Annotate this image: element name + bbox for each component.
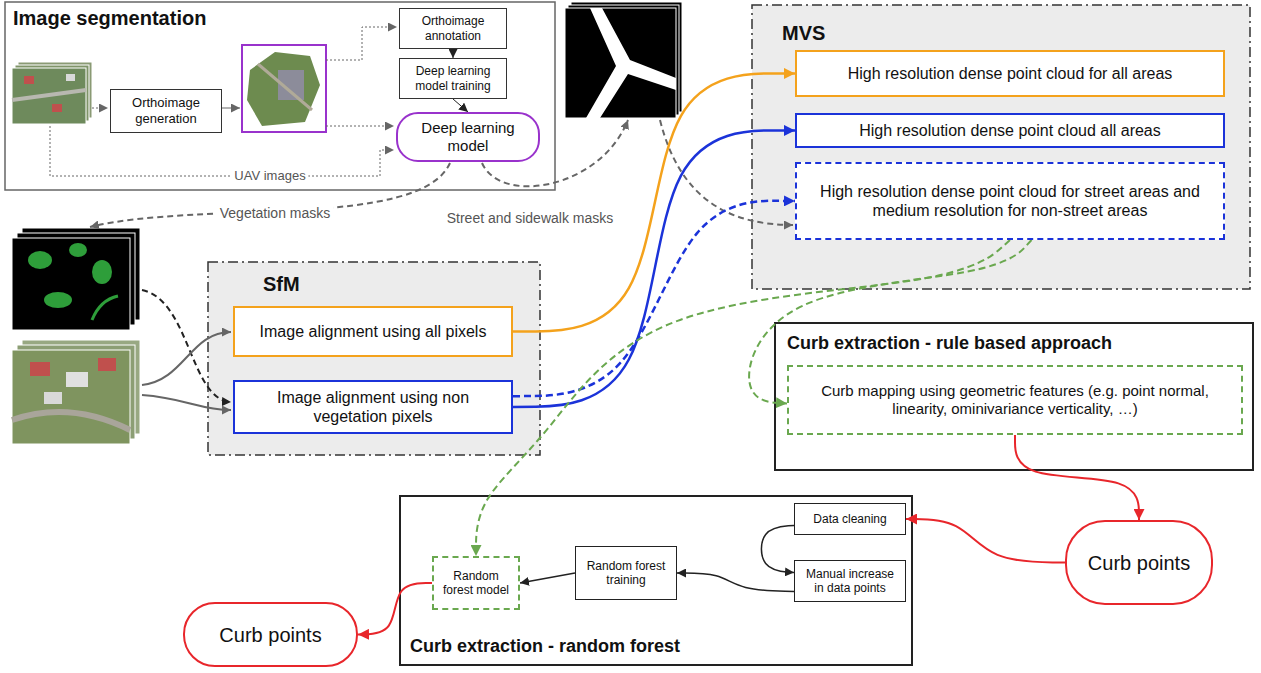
arrow [222, 108, 240, 109]
panel: Orthoimage generation Orthoimage annotati… [5, 2, 555, 190]
vegetation-strip [92, 296, 118, 320]
connector [358, 583, 432, 635]
orthoimage-road [258, 64, 312, 110]
orthoimage [242, 45, 326, 132]
house-detail [52, 104, 62, 112]
connector [520, 573, 575, 583]
process-box: Curb mapping using geometric features (e… [787, 365, 1243, 435]
panel-heading: Curb extraction - random forest [410, 636, 680, 658]
panel: Curb mapping using geometric features (e… [775, 323, 1253, 470]
panel-heading: MVS [782, 21, 825, 45]
house-detail [98, 358, 116, 371]
panel-heading: Image segmentation [13, 6, 206, 30]
box-text: Curb points [219, 623, 321, 647]
arrow [142, 395, 231, 410]
box-text: Image alignment using all pixels [260, 322, 487, 341]
box-text: High resolution dense point cloud for al… [848, 64, 1173, 83]
vegetation-blob [92, 260, 112, 284]
connector [453, 49, 454, 58]
panel-frame [400, 496, 912, 665]
line-label: Street and sidewalk masks [444, 210, 617, 227]
process-box: Random forest training [575, 546, 677, 600]
dashed-arrow [90, 163, 450, 227]
house-detail [30, 362, 50, 376]
street-shape [586, 8, 676, 118]
uav-thumbnails [12, 62, 92, 124]
panel-frame [775, 323, 1253, 470]
panel: Random forest model Random forest trainin… [400, 496, 912, 665]
connector [513, 130, 795, 407]
box-text: Deep learning model training [406, 64, 500, 93]
box-text: Curb points [1088, 551, 1190, 575]
thumbnail [12, 68, 86, 124]
box-text: Deep learning model [404, 119, 532, 155]
box-text: Data cleaning [813, 512, 886, 526]
connector [1015, 435, 1139, 520]
connector [513, 201, 795, 396]
arrow [142, 332, 231, 385]
connector [677, 573, 794, 592]
house-detail [66, 372, 88, 387]
connector [906, 519, 1065, 563]
box-text: Orthoimage generation [117, 95, 215, 126]
box-text: Random forest model [440, 569, 512, 598]
panel-frame [752, 5, 1250, 289]
house-detail [24, 76, 34, 84]
process-box: Manual increase in data points [794, 560, 906, 602]
box-text: Curb mapping using geometric features (e… [795, 382, 1235, 418]
dotted-arrow [50, 126, 394, 176]
box-text: Image alignment using non vegetation pix… [241, 388, 505, 426]
panel-frame [208, 262, 540, 455]
mask-image [565, 8, 676, 118]
panel-heading: Curb extraction - rule based approach [787, 333, 1112, 355]
box-text: Orthoimage annotation [406, 14, 500, 43]
process-box: High resolution dense point cloud all ar… [795, 113, 1225, 148]
panel-heading: SfM [263, 272, 300, 296]
photo [12, 350, 130, 444]
process-box: Image alignment using all pixels [233, 306, 513, 357]
uav-photos [12, 340, 140, 444]
process-box: Image alignment using non vegetation pix… [233, 380, 513, 434]
vegetation-blob [28, 251, 52, 269]
terminal-box: Curb points [1065, 520, 1213, 605]
vegetation-blob [44, 292, 72, 308]
dotted-arrow [92, 108, 108, 109]
vegetation-mask-images [12, 228, 140, 330]
process-box: Orthoimage annotation [399, 8, 507, 49]
vegetation-blob [69, 243, 87, 257]
process-box: Deep learning model training [399, 58, 507, 99]
dashed-arrow [142, 290, 231, 402]
dotted-arrow [326, 27, 397, 60]
line-label: UAV images [231, 168, 308, 184]
process-box: High resolution dense point cloud for al… [795, 50, 1225, 97]
layout-lines [50, 27, 793, 410]
process-box: Random forest model [432, 556, 520, 610]
dotted-arrow [326, 126, 394, 127]
street-mask-images [565, 2, 682, 118]
orthoimage-terrain [247, 52, 320, 126]
process-box: Data cleaning [794, 503, 906, 535]
box-text: Random forest training [582, 559, 670, 588]
line-label: Vegetation masks [217, 205, 334, 222]
box-text: High resolution dense point cloud for st… [803, 182, 1217, 220]
mask-image [12, 238, 130, 330]
panel: Image alignment using all pixelsImage al… [208, 262, 540, 455]
process-box: High resolution dense point cloud for st… [795, 162, 1225, 240]
terminal-box: Curb points [183, 602, 358, 667]
road-detail [12, 90, 86, 100]
panel-frame [5, 2, 555, 190]
process-box: Orthoimage generation [110, 89, 222, 133]
house-detail [66, 74, 75, 81]
road-detail [12, 412, 130, 430]
house-detail [44, 392, 62, 404]
box-text: High resolution dense point cloud all ar… [859, 121, 1161, 140]
terminal-box: Deep learning model [396, 112, 540, 162]
box-text: Manual increase in data points [801, 567, 899, 596]
connector [761, 525, 794, 572]
panel: High resolution dense point cloud for al… [752, 5, 1250, 289]
connector [453, 99, 468, 112]
orthoimage-frame [242, 45, 326, 132]
